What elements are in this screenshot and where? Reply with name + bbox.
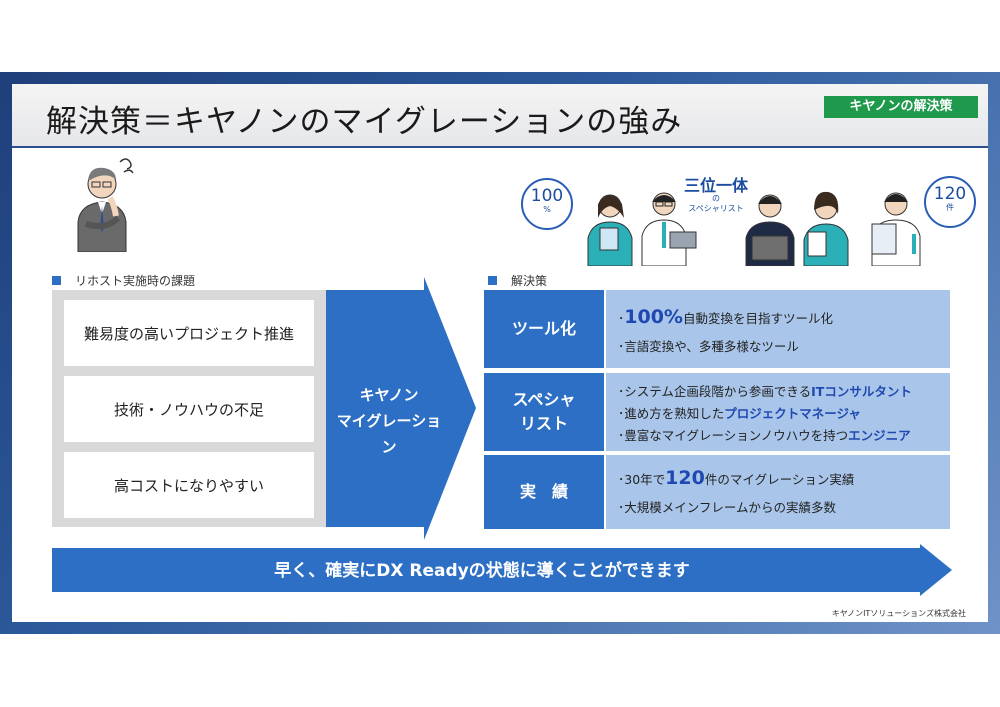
left-section-label: リホスト実施時の課題 bbox=[52, 272, 195, 289]
issue-item: 高コストになりやすい bbox=[64, 452, 314, 518]
company-footer: キヤノンITソリューションズ株式会社 bbox=[831, 609, 966, 618]
solution-body: ･30年で120件のマイグレーション実績 ･大規模メインフレームからの実績多数 bbox=[606, 455, 950, 529]
solution-line: ･100%自動変換を目指すツール化 bbox=[618, 306, 833, 328]
specialist-person-icon bbox=[587, 194, 633, 266]
trio-title: 三位一体 bbox=[683, 176, 748, 195]
bullet-square-icon bbox=[488, 276, 497, 285]
specialists-illustration bbox=[587, 191, 921, 266]
solution-row-specialists: スペシャリスト ･システム企画段階から参画できるITコンサルタント ･進め方を熟… bbox=[484, 373, 950, 451]
solution-body: ･100%自動変換を目指すツール化 ･言語変換や、多種多様なツール bbox=[606, 290, 950, 368]
arrow-label: キヤノン マイグレーション bbox=[336, 386, 442, 456]
solution-line: ･大規模メインフレームからの実績多数 bbox=[618, 500, 837, 515]
issue-item: 技術・ノウハウの不足 bbox=[64, 376, 314, 442]
solution-row-tooling: ツール化 ･100%自動変換を目指すツール化 ･言語変換や、多種多様なツール bbox=[484, 290, 950, 368]
solution-head: スペシャリスト bbox=[484, 373, 604, 451]
solution-row-track-record: 実 績 ･30年で120件のマイグレーション実績 ･大規模メインフレームからの実… bbox=[484, 455, 950, 529]
specialist-person-icon bbox=[803, 191, 849, 266]
solution-line: ･30年で120件のマイグレーション実績 bbox=[618, 467, 855, 489]
solution-head: ツール化 bbox=[484, 290, 604, 368]
specialist-person-icon bbox=[745, 194, 795, 266]
conclusion-text: 早く、確実にDX Readyの状態に導くことができます bbox=[274, 561, 690, 581]
solution-head: 実 績 bbox=[484, 455, 604, 529]
page-title: 解決策＝キヤノンのマイグレーションの強み bbox=[46, 104, 683, 140]
specialist-person-icon bbox=[871, 192, 921, 266]
thinking-person-icon bbox=[77, 158, 134, 252]
stat-100-percent: 100% bbox=[521, 178, 573, 230]
bullet-square-icon bbox=[52, 276, 61, 285]
migration-arrow-icon bbox=[326, 277, 476, 540]
solution-line: ･システム企画段階から参画できるITコンサルタント bbox=[618, 384, 912, 399]
trio-subtitle-2: スペシャリスト bbox=[688, 204, 744, 213]
solution-line: ･豊富なマイグレーションノウハウを持つエンジニア bbox=[618, 428, 911, 443]
trio-subtitle: の bbox=[712, 194, 720, 203]
solution-badge: キヤノンの解決策 bbox=[824, 96, 978, 118]
conclusion-arrow-icon bbox=[52, 544, 952, 596]
solution-line: ･進め方を熟知したプロジェクトマネージャ bbox=[618, 406, 861, 421]
solution-body: ･システム企画段階から参画できるITコンサルタント ･進め方を熟知したプロジェク… bbox=[606, 373, 950, 451]
right-section-label: 解決策 bbox=[488, 272, 547, 289]
solution-line: ･言語変換や、多種多様なツール bbox=[618, 339, 799, 354]
specialist-person-icon bbox=[641, 192, 697, 266]
issue-item: 難易度の高いプロジェクト推進 bbox=[64, 300, 314, 366]
